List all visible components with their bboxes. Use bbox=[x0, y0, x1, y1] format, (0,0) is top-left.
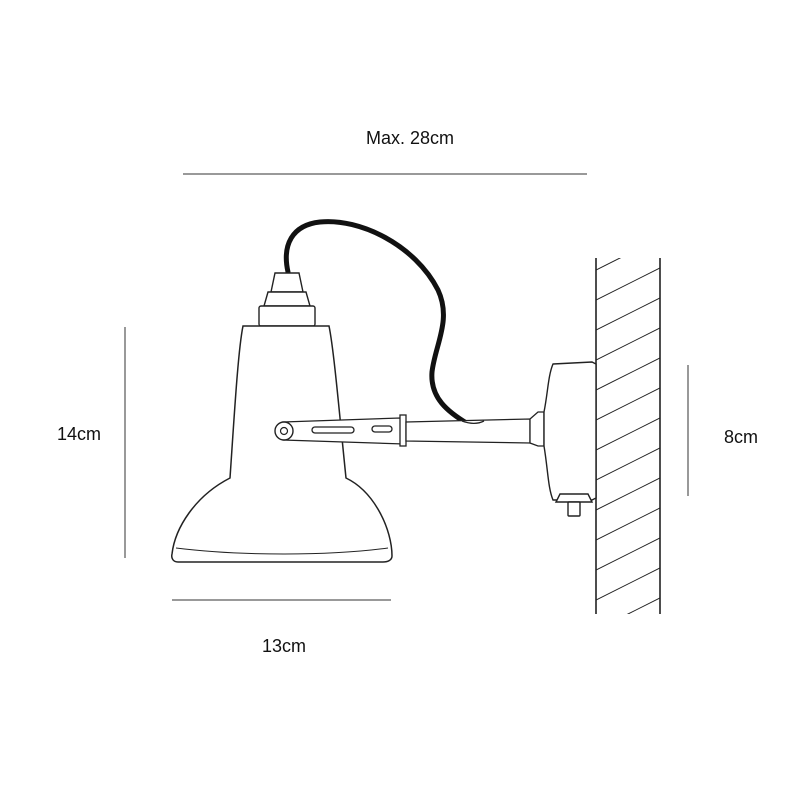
hatch-line bbox=[596, 267, 660, 301]
shade-height-label: 14cm bbox=[56, 424, 101, 444]
hatch-line bbox=[596, 297, 660, 331]
shade-rim-line bbox=[175, 547, 389, 555]
hatch-line bbox=[596, 258, 622, 271]
wall bbox=[595, 258, 661, 690]
hatch-line bbox=[596, 658, 660, 690]
hatch-line bbox=[596, 537, 660, 571]
hatch-line bbox=[596, 417, 660, 451]
hatch-line bbox=[596, 567, 660, 601]
hatch-line bbox=[596, 447, 660, 481]
wall-plate-height-label: 8cm bbox=[723, 427, 758, 447]
hatch-line bbox=[596, 357, 660, 391]
hatch-line bbox=[626, 597, 660, 614]
lamp-shade bbox=[171, 325, 393, 563]
lamp-holder bbox=[258, 272, 316, 327]
hatch-line bbox=[596, 477, 660, 511]
wall-bracket bbox=[543, 361, 597, 517]
hatch-line bbox=[596, 628, 660, 660]
power-cable bbox=[283, 219, 471, 427]
max-extension-label: Max. 28cm bbox=[365, 128, 455, 148]
lamp-arm bbox=[282, 411, 545, 447]
hatch-line bbox=[596, 507, 660, 541]
hatch-line bbox=[596, 387, 660, 421]
shade-width-label: 13cm bbox=[261, 636, 306, 656]
hatch-line bbox=[596, 327, 660, 361]
wall-hatching bbox=[596, 258, 660, 690]
